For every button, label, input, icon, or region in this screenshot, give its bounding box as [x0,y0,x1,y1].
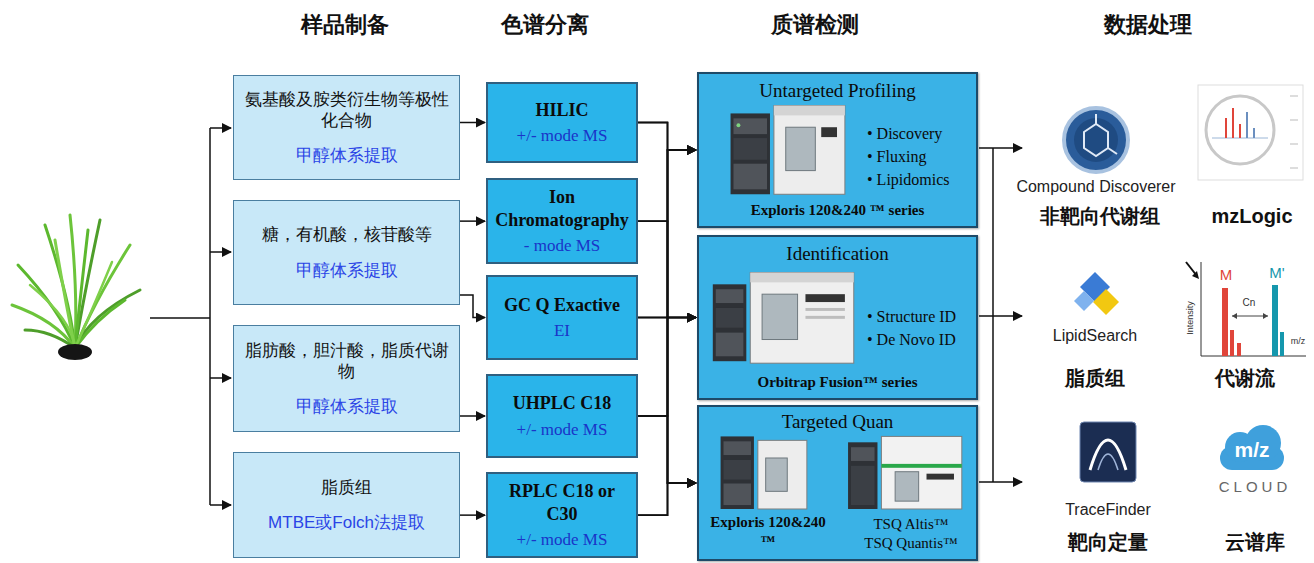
box-text: +/- mode MS [492,125,632,146]
flux-chart-icon [1186,262,1306,356]
box-text: • Lipidomics [867,170,949,190]
box-text: +/- mode MS [492,419,632,440]
plant-illustration [12,215,140,360]
box-heading: Ion Chromatography [492,186,632,231]
connector-arrow [460,415,485,417]
column-heading: 质谱检测 [771,12,859,38]
mzlogic-icon [1198,85,1303,180]
connector-arrow [460,514,485,516]
box-text: Exploris 120&240 ™ series [703,201,972,220]
connector-arrow [460,122,485,124]
connector-arrow [638,483,696,515]
box-heading: 氨基酸及胺类衍生物等极性化合物 [244,89,449,132]
box-heading: RPLC C18 or C30 [492,480,632,525]
compound-discoverer-icon [1064,108,1128,172]
box-heading: GC Q Exactive [492,294,632,317]
icon-text: m/z [1234,437,1269,462]
column-heading: 色谱分离 [501,12,589,38]
box-text: • De Novo ID [867,330,956,350]
box-text: +/- mode MS [492,529,632,550]
column-heading: 数据处理 [1104,12,1192,38]
connector-arrow [460,295,485,318]
box-text: 甲醇体系提取 [244,145,449,166]
connector-arrow [460,220,485,222]
lipidsearch-icon [1074,272,1119,315]
box-text: • Fluxing [867,147,926,167]
sample-prep-box: 氨基酸及胺类衍生物等极性化合物甲醇体系提取 [233,75,460,180]
box-heading: 脂质组 [244,477,449,498]
software-caption: 云谱库 [1225,530,1285,554]
ms-instrument-panel: Targeted QuanExploris 120&240 ™ TSQ Altis… [697,405,978,561]
sample-prep-box: 脂质组 MTBE或Folch法提取 [233,452,460,558]
sample-split-lines [150,128,231,505]
sample-prep-box: 糖，有机酸，核苷酸等甲醇体系提取 [233,200,460,305]
chromatography-box: UHPLC C18 +/- mode MS [486,374,638,458]
chromatography-box: Ion Chromatography - mode MS [486,178,638,264]
box-text: TSQ Altis™ TSQ Quantis™ [859,515,963,553]
column-heading: 样品制备 [301,12,389,38]
axis-label: Intensity [1185,301,1196,335]
box-heading: 糖，有机酸，核苷酸等 [244,224,449,245]
box-text: 甲醇体系提取 [244,396,449,417]
icon-text: CLOUD [1219,478,1292,496]
box-text: Exploris 120&240 ™ [707,513,829,551]
box-text: MTBE或Folch法提取 [244,512,449,533]
chromatography-box: GC Q ExactiveEI [486,275,638,360]
box-heading: Targeted Quan [703,410,972,434]
peak-label: M [1220,266,1233,284]
software-name: TraceFinder [1065,500,1151,519]
cloud-library-icon [1220,425,1284,470]
axis-label: m/z [1291,336,1306,347]
box-heading: Identification [703,242,972,266]
box-text: • Structure ID [867,307,956,327]
connector-arrow [638,318,696,516]
box-text: 甲醇体系提取 [244,260,449,281]
sample-prep-box: 脂肪酸，胆汁酸，脂质代谢物甲醇体系提取 [233,325,460,432]
box-text: • Discovery [867,124,942,144]
ms-instrument-panel: Untargeted Profiling • Discovery • Fluxing… [697,72,978,228]
peak-label: M' [1269,264,1284,282]
data-merge-lines [979,148,1022,482]
chromatography-box: RPLC C18 or C30 +/- mode MS [486,472,638,558]
box-heading: 脂肪酸，胆汁酸，脂质代谢物 [244,340,449,383]
connector-arrow [638,150,696,515]
software-name: LipidSearch [1053,326,1138,345]
box-heading: Untargeted Profiling [703,79,972,103]
spacing-label: Cn [1243,297,1256,309]
software-caption: mzLogic [1211,204,1292,228]
ms-instrument-panel: Identification • Structure ID • De Novo ID… [697,235,978,400]
software-caption: 非靶向代谢组 [1040,204,1160,228]
tracefinder-icon [1080,422,1136,482]
software-caption: 代谢流 [1215,366,1275,390]
box-heading: HILIC [492,99,632,122]
software-caption: 靶向定量 [1068,530,1148,554]
software-caption: 脂质组 [1065,366,1125,390]
box-text: Orbitrap Fusion™ series [703,373,972,392]
box-text: - mode MS [492,235,632,256]
box-text: EI [492,320,632,341]
chromatography-box: HILIC +/- mode MS [486,82,638,163]
software-name: Compound Discoverer [1016,177,1175,196]
box-heading: UHPLC C18 [492,392,632,415]
